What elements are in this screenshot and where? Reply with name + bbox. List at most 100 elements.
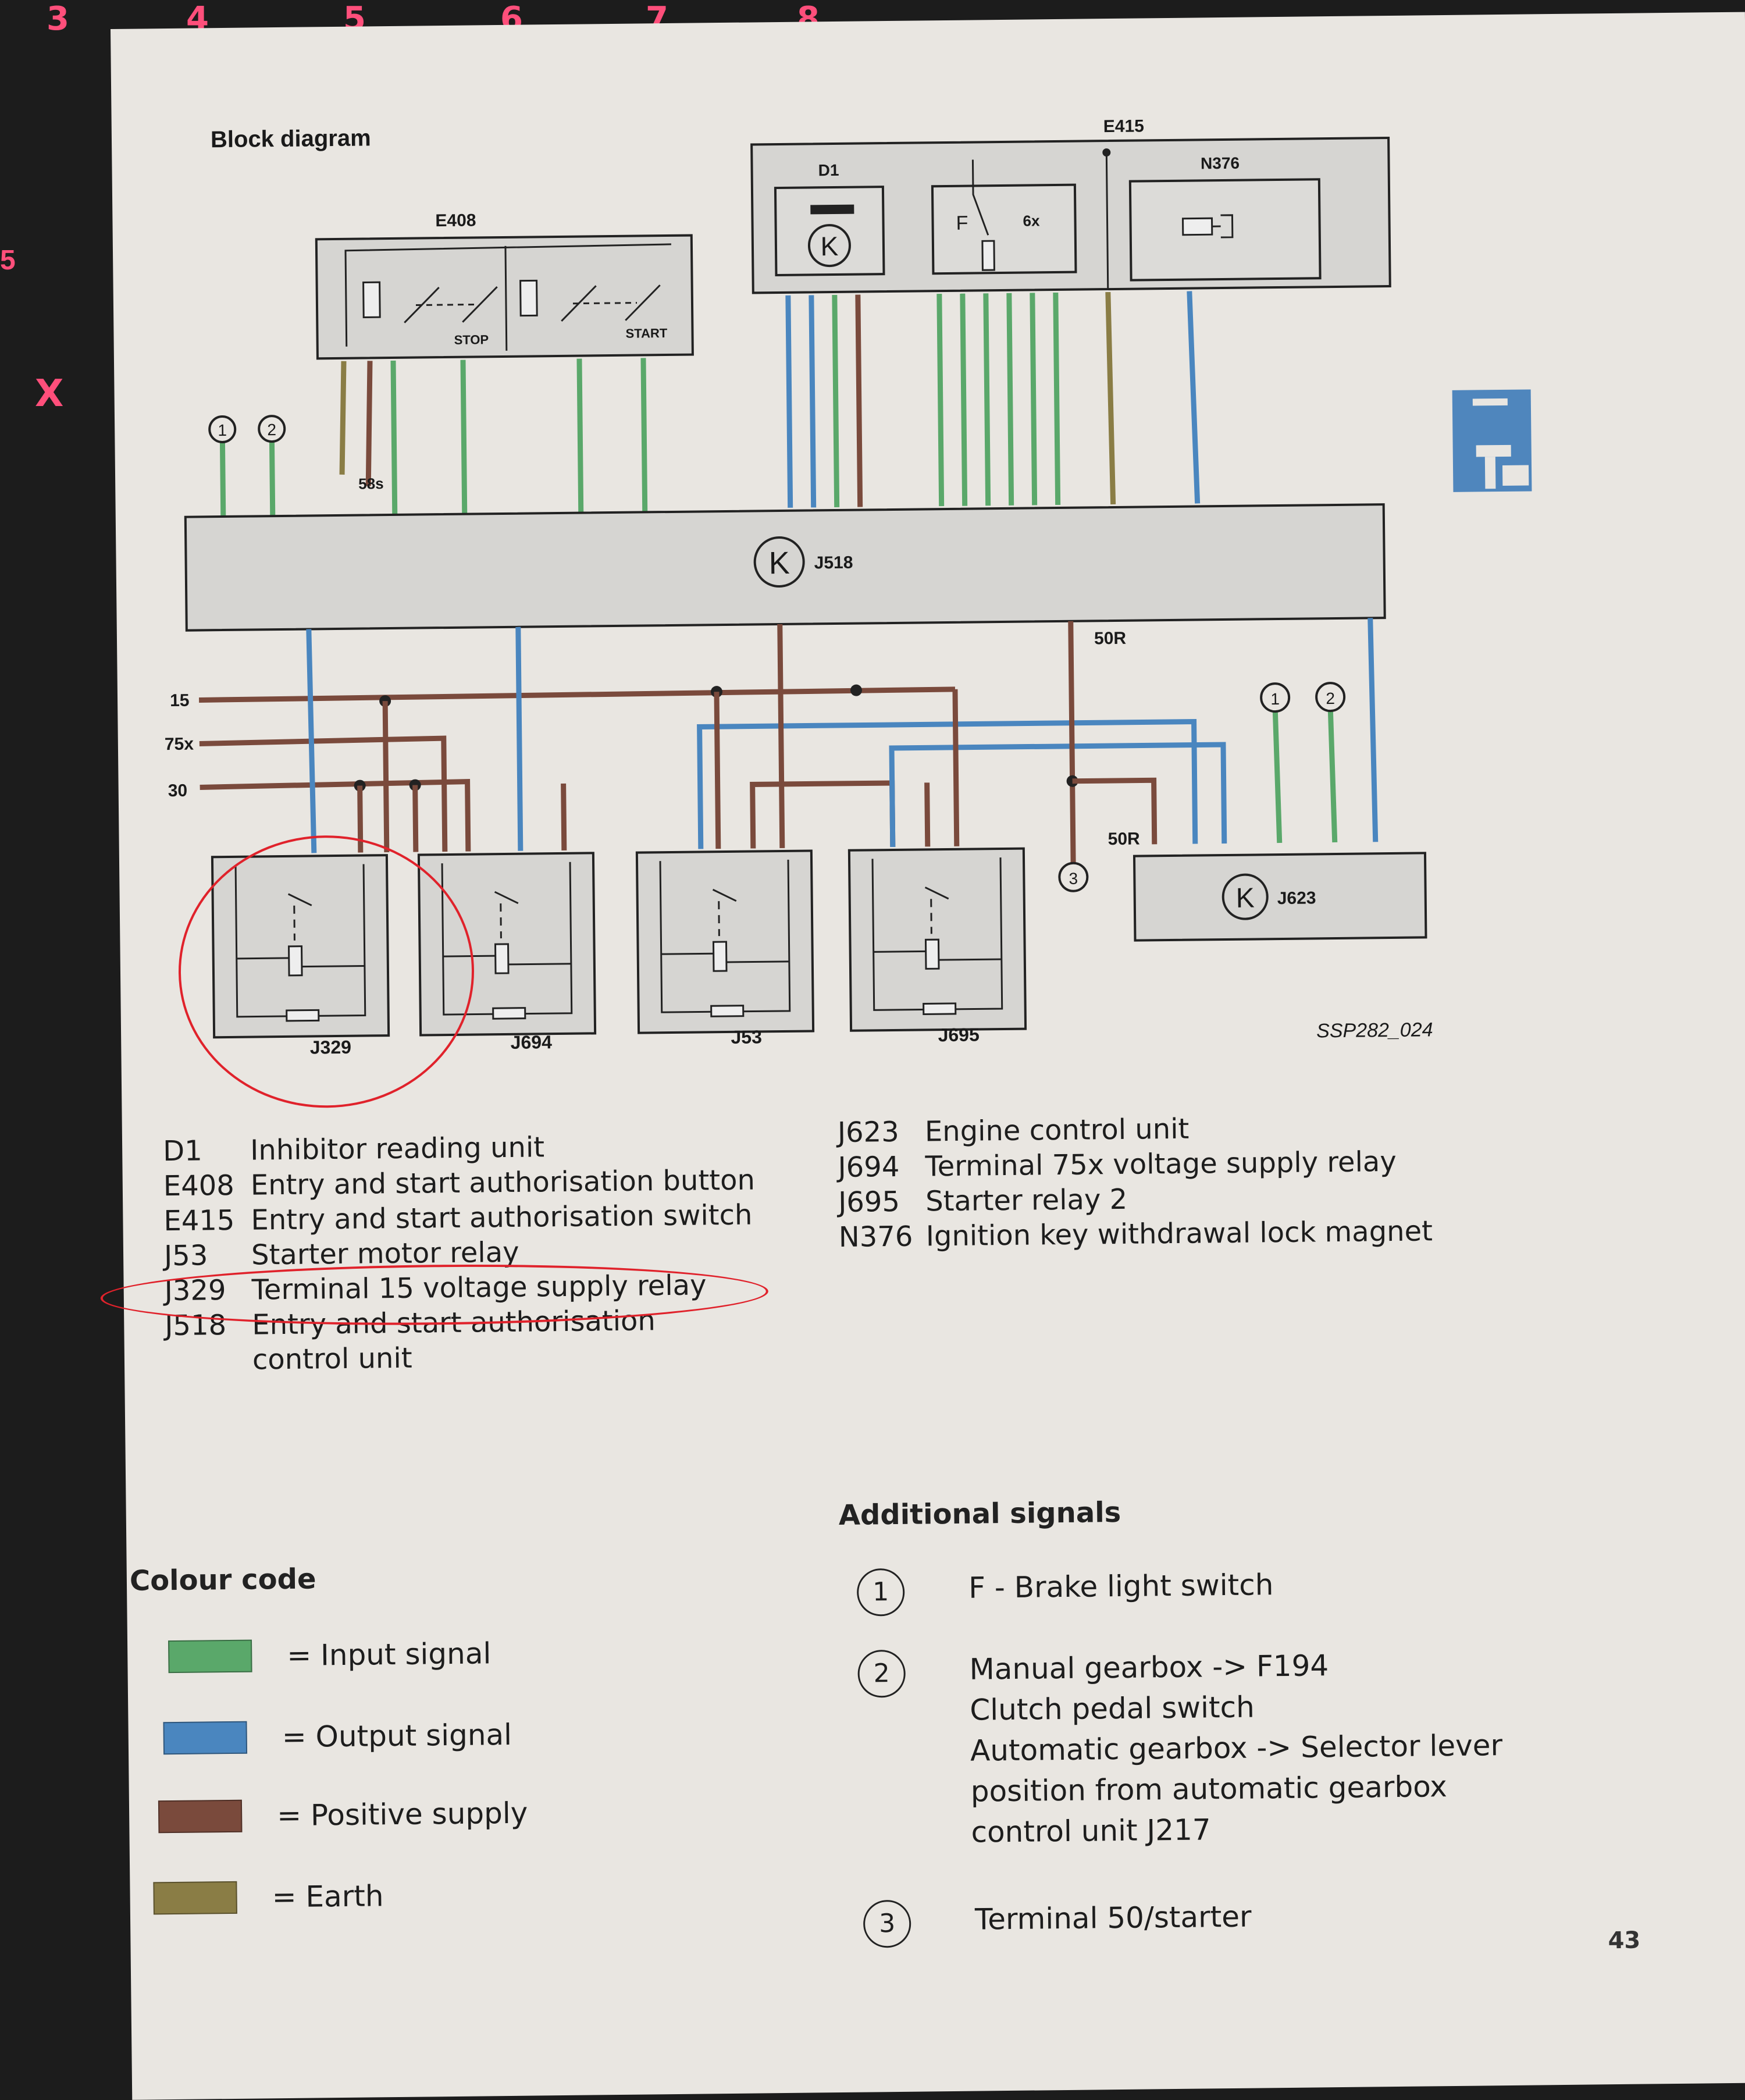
diagram-title: Block diagram: [211, 125, 371, 152]
wire-50r: [1071, 621, 1073, 866]
wire-positive: [955, 689, 957, 846]
wire-positive: [385, 701, 387, 852]
component-extra: 6x: [1023, 212, 1040, 229]
wire-output: [518, 627, 521, 851]
color-swatch-output: [163, 1721, 247, 1755]
wire-input: [1009, 293, 1012, 506]
wire-input: [939, 294, 942, 506]
svg-text:3: 3: [1069, 870, 1078, 888]
wire-earth: [341, 361, 345, 475]
wire-output: [892, 745, 1224, 847]
keyboard-key: X: [35, 372, 63, 415]
manual-page: Block diagram E408 STOP START E415 D1: [111, 12, 1745, 2100]
page-number: 43: [1608, 1927, 1640, 1955]
terminal-75x-label: 75x: [165, 735, 194, 754]
wire-input: [1056, 293, 1058, 505]
component-label: E415: [1103, 116, 1144, 136]
signal-marker-1: 1: [209, 417, 235, 442]
terminal-50r-label: 50R: [1108, 830, 1141, 849]
component-label: F: [956, 212, 968, 234]
svg-text:1: 1: [1270, 690, 1280, 708]
component-label: E408: [435, 211, 476, 230]
wire-earth: [1108, 292, 1113, 504]
component-label: J695: [938, 1024, 980, 1045]
wire-positive: [780, 624, 782, 848]
component-j623: K J623: [1134, 853, 1426, 940]
keyboard-key: 5: [0, 244, 16, 276]
terminal-50r-label: 50R: [1094, 629, 1127, 649]
figure-id: SSP282_024: [1316, 1019, 1433, 1042]
signal-number-icon: 2: [857, 1650, 906, 1698]
keyboard-key: 3: [47, 0, 69, 38]
manual-section-icon: [1452, 389, 1532, 492]
wire-positive: [367, 361, 371, 486]
colour-code-item: = Output signal: [163, 1718, 512, 1755]
wire: [788, 296, 790, 508]
signal-marker-1: 1: [1261, 684, 1290, 712]
component-label: J518: [814, 553, 853, 573]
additional-signals-title: Additional signals: [839, 1496, 1121, 1532]
terminal-30-label: 30: [168, 781, 188, 800]
legend-item: control unit: [165, 1337, 757, 1378]
wire: [835, 295, 837, 507]
wire-input: [579, 359, 581, 513]
relay-j695: [849, 849, 1025, 1031]
wire-input: [1032, 293, 1035, 505]
signal-number-icon: 3: [863, 1900, 911, 1948]
start-label: START: [625, 326, 668, 341]
wire-input: [463, 360, 465, 514]
wire-input: [986, 293, 988, 506]
svg-text:2: 2: [1326, 689, 1335, 707]
wire-positive: [717, 692, 718, 849]
wire-output: [1370, 618, 1376, 842]
wire-input: [393, 361, 395, 515]
color-swatch-earth: [153, 1881, 237, 1915]
wire-input: [1275, 712, 1279, 843]
terminal-58s-label: 58s: [358, 475, 384, 492]
wire-positive: [927, 782, 928, 846]
k-symbol: K: [1235, 882, 1255, 913]
component-label: N376: [1201, 154, 1240, 173]
component-e415: E415 D1 K F 6x N376: [752, 114, 1390, 293]
svg-text:2: 2: [267, 421, 276, 439]
colour-code-title: Colour code: [130, 1562, 316, 1597]
wire-input: [643, 358, 645, 512]
wire-input: [1330, 711, 1334, 842]
bottom-wires: [198, 618, 1376, 874]
relay-j53: [637, 850, 813, 1033]
colour-code-item: = Input signal: [168, 1636, 492, 1674]
additional-signal-item: 1 F - Brake light switch: [857, 1564, 1274, 1616]
wire: [811, 295, 814, 507]
colour-code-item: = Earth: [153, 1879, 383, 1915]
k-symbol: K: [820, 231, 839, 261]
component-label: J623: [1277, 888, 1316, 908]
wire-output: [309, 629, 314, 853]
component-label: J53: [731, 1026, 762, 1048]
additional-signal-item: 2 Manual gearbox -> F194 Clutch pedal sw…: [857, 1643, 1504, 1854]
additional-signal-item: 3 Terminal 50/starter: [863, 1896, 1252, 1948]
signal-number-icon: 1: [857, 1568, 905, 1617]
wire-positive: [415, 785, 416, 852]
color-swatch-input: [168, 1640, 252, 1674]
k-symbol: K: [768, 546, 790, 581]
wire-output: [1190, 291, 1198, 503]
stop-label: STOP: [454, 332, 489, 347]
svg-text:1: 1: [218, 421, 227, 439]
component-label: D1: [818, 161, 839, 179]
wire-input: [222, 442, 223, 517]
terminal-15-label: 15: [170, 691, 190, 710]
color-swatch-positive: [158, 1800, 243, 1834]
signal-marker-2: 2: [259, 416, 284, 442]
component-label: J694: [510, 1031, 552, 1053]
component-e408: E408 STOP START: [316, 209, 693, 359]
signal-marker-2: 2: [1316, 683, 1345, 711]
